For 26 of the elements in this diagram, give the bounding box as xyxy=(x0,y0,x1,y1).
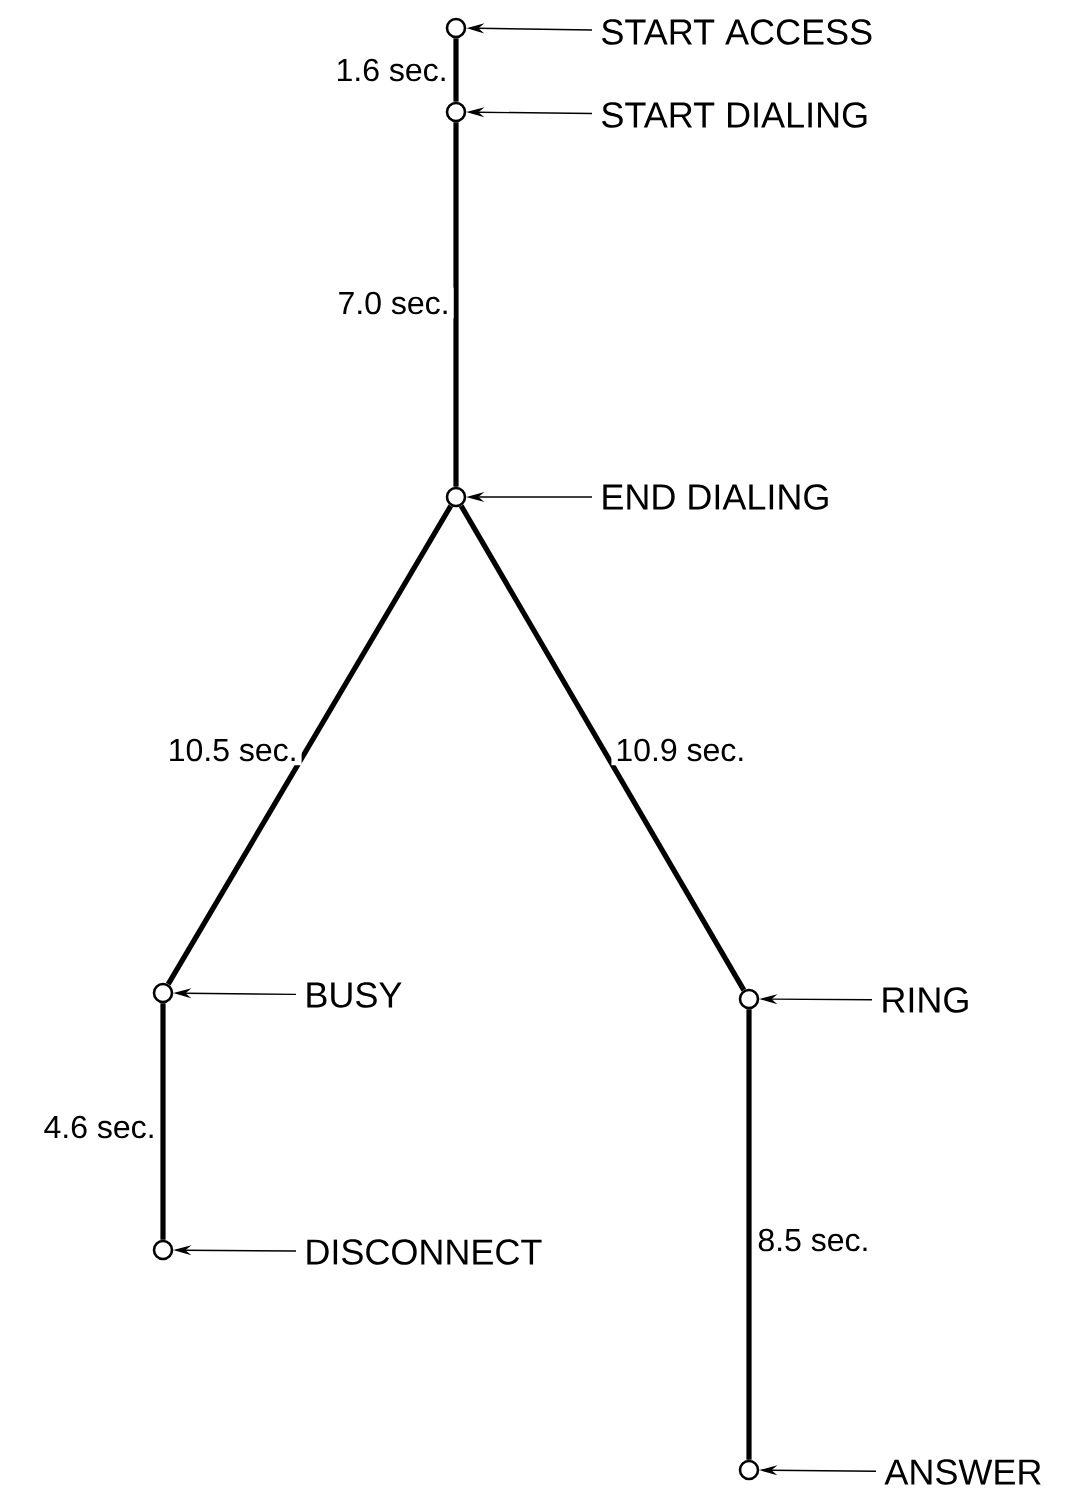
event-label: START ACCESS xyxy=(602,19,872,45)
connector-line xyxy=(160,1003,166,1240)
event-point xyxy=(445,101,467,123)
duration-label: 7.0 sec. xyxy=(333,287,454,319)
event-point xyxy=(152,982,174,1004)
event-point xyxy=(738,988,760,1010)
event-label: RING xyxy=(883,987,968,1013)
event-label: BUSY xyxy=(307,982,402,1008)
event-label: START DIALING xyxy=(602,102,867,128)
event-label: DISCONNECT xyxy=(307,1239,542,1265)
connector-line xyxy=(453,38,459,102)
event-point xyxy=(152,1239,174,1261)
duration-label: 4.6 sec. xyxy=(39,1111,160,1143)
event-point xyxy=(445,17,467,39)
connector-line xyxy=(453,122,459,487)
event-label: END DIALING xyxy=(603,484,828,510)
connector-line xyxy=(166,504,453,986)
event-label: ANSWER xyxy=(884,1459,1041,1485)
duration-label: 10.9 sec. xyxy=(611,734,750,766)
event-point xyxy=(445,486,467,508)
duration-label: 10.5 sec. xyxy=(163,734,302,766)
duration-label: 8.5 sec. xyxy=(753,1224,874,1256)
connector-line xyxy=(458,504,747,992)
connector-line xyxy=(746,1009,752,1460)
duration-label: 1.6 sec. xyxy=(331,54,452,86)
event-point xyxy=(738,1459,760,1481)
